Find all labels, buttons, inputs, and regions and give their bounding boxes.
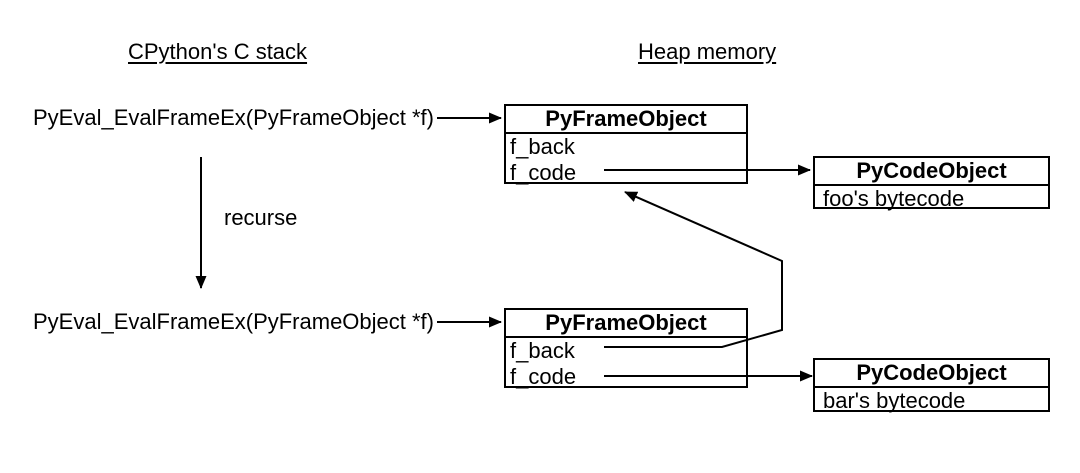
frame-object-1-field-f-code: f_code xyxy=(510,160,577,185)
recurse-label: recurse xyxy=(224,205,298,230)
code-object-2-title: PyCodeObject xyxy=(815,360,1048,388)
heap-heading: Heap memory xyxy=(638,39,777,64)
stack-heading: CPython's C stack xyxy=(128,39,308,64)
stack-call-1: PyEval_EvalFrameEx(PyFrameObject *f) xyxy=(33,105,434,130)
stack-call-2: PyEval_EvalFrameEx(PyFrameObject *f) xyxy=(33,309,434,334)
frame-object-box-2: PyFrameObject f_back f_code xyxy=(504,308,748,389)
frame-object-1-title: PyFrameObject xyxy=(506,106,746,134)
code-object-box-2: PyCodeObject bar's bytecode xyxy=(813,358,1050,413)
code-object-1-body: foo's bytecode xyxy=(823,186,965,211)
frame-object-2-field-f-back: f_back xyxy=(510,338,575,363)
code-object-1-title: PyCodeObject xyxy=(815,158,1048,186)
frame-object-box-1: PyFrameObject f_back f_code xyxy=(504,104,748,185)
code-object-2-body: bar's bytecode xyxy=(823,388,966,413)
frame-object-1-field-f-back: f_back xyxy=(510,134,575,159)
frame-object-2-title: PyFrameObject xyxy=(506,310,746,338)
frame-object-2-field-f-code: f_code xyxy=(510,364,577,389)
code-object-box-1: PyCodeObject foo's bytecode xyxy=(813,156,1050,211)
